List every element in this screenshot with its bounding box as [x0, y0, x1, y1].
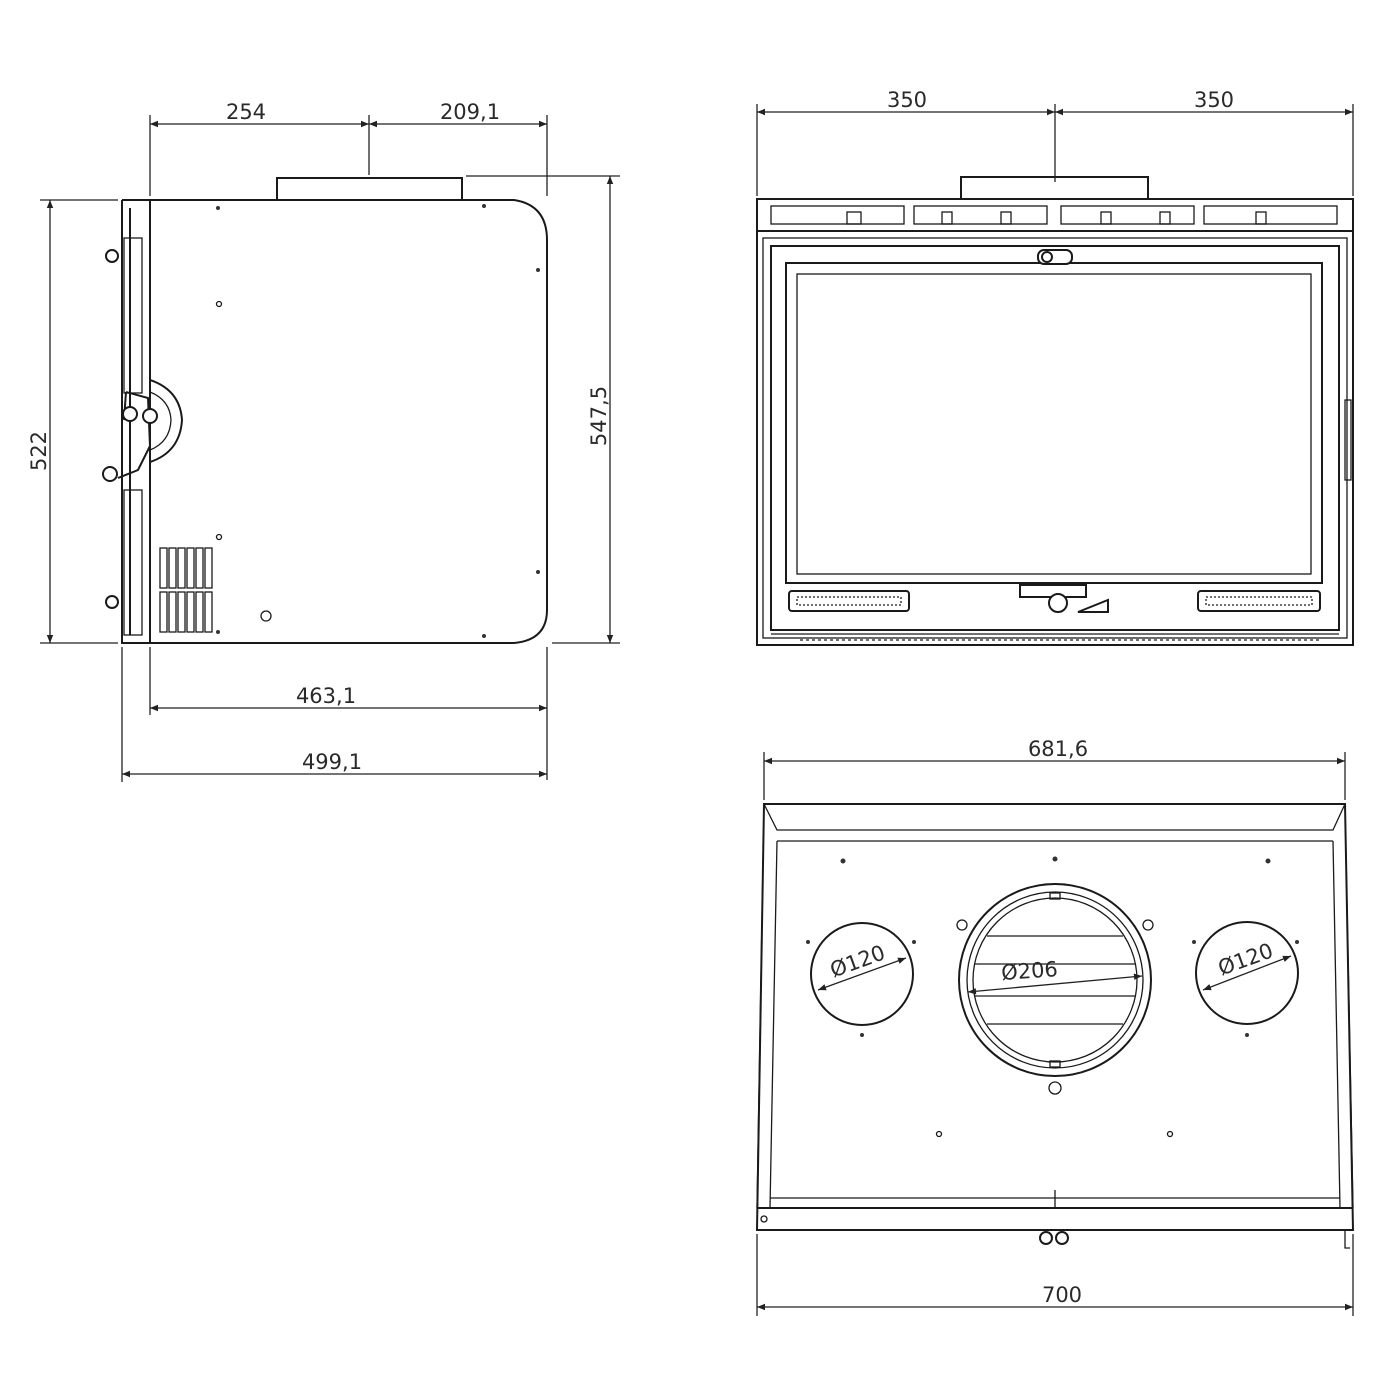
side-flue-collar: [276, 177, 463, 201]
dim-side-463-1: 463,1: [296, 684, 356, 708]
dim-front-350-right: 350: [1194, 88, 1234, 112]
side-door-lower-panel: [123, 489, 143, 636]
front-glass-outer: [785, 262, 1323, 584]
front-frame: [756, 230, 1354, 646]
side-handle-arc: [149, 379, 184, 463]
dim-side-522: 522: [27, 431, 51, 471]
side-body-outline: [149, 199, 548, 644]
top-body-outline: [755, 803, 1355, 1231]
front-dimensions: 350 350: [756, 88, 1354, 196]
top-stud-left: [1039, 1231, 1053, 1245]
top-outlet-right: Ø120: [1192, 921, 1299, 1037]
side-handle-pivot: [142, 408, 158, 424]
side-vent-grille: [159, 547, 213, 633]
side-knob-top: [105, 249, 119, 263]
front-air-slot-left: [788, 590, 910, 612]
side-knob-bottom: [105, 595, 119, 609]
top-outlet-left: Ø120: [806, 922, 916, 1037]
side-door-upper-panel: [123, 237, 143, 394]
dim-side-547-5: 547,5: [587, 386, 611, 446]
top-view: Ø120 Ø120 Ø206: [755, 803, 1355, 1249]
side-dimensions: 254 209,1 522 547,5 463,1 499,1: [27, 100, 620, 782]
front-glass-inner: [796, 273, 1312, 575]
dim-front-350-left: 350: [887, 88, 927, 112]
top-flue-outlet: Ø206: [956, 883, 1154, 1095]
top-dimensions: 681,6 700: [756, 737, 1354, 1316]
dim-side-209-1: 209,1: [440, 100, 500, 124]
front-air-slot-right: [1197, 590, 1321, 612]
front-door: [770, 245, 1340, 631]
side-handle-knob: [102, 466, 118, 482]
dim-side-499-1: 499,1: [302, 750, 362, 774]
top-flue-outlet-label: Ø206: [1000, 957, 1058, 985]
front-view: [756, 176, 1354, 646]
dim-top-700: 700: [1042, 1283, 1082, 1307]
dim-top-681-6: 681,6: [1028, 737, 1088, 761]
top-stud-right: [1055, 1231, 1069, 1245]
front-handle: [1048, 593, 1068, 613]
side-view: [102, 177, 548, 644]
dim-side-254: 254: [226, 100, 266, 124]
